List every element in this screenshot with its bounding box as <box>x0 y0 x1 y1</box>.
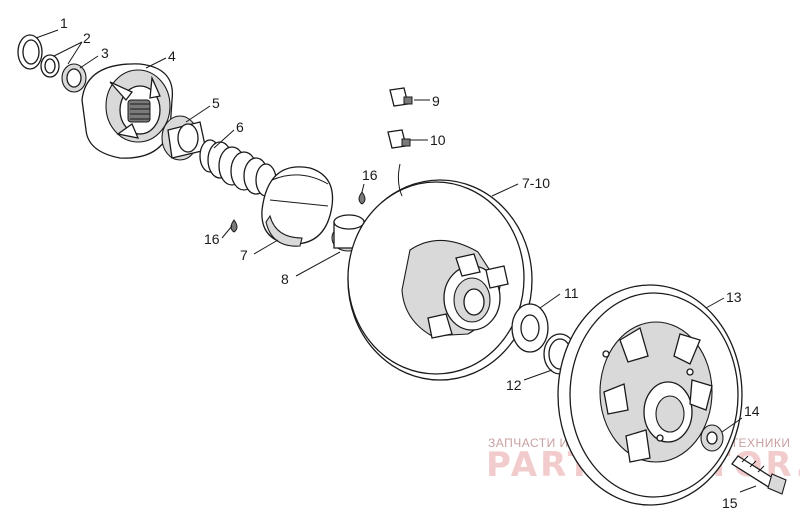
part-2-washer <box>40 54 60 78</box>
callout-1: 1 <box>60 15 68 31</box>
part-3-ring <box>61 63 87 93</box>
part-4-cam-housing <box>81 63 174 159</box>
callout-15: 15 <box>722 495 738 511</box>
part-1-circlip <box>17 34 43 70</box>
callout-16-lower: 16 <box>204 231 220 247</box>
part-16-grease-drop <box>358 191 366 205</box>
callout-9: 9 <box>432 93 440 109</box>
part-14-washer <box>700 424 724 452</box>
part-16-grease-drop <box>230 219 238 233</box>
leader-lines <box>35 29 757 493</box>
callout-6: 6 <box>236 119 244 135</box>
part-6-spring <box>199 139 277 197</box>
callout-7-10: 7-10 <box>522 175 550 191</box>
part-7-10-movable-sheave <box>347 179 533 381</box>
callout-10: 10 <box>430 132 446 148</box>
callout-16-upper: 16 <box>362 167 378 183</box>
callout-8: 8 <box>281 271 289 287</box>
part-13-fixed-sheave <box>557 284 743 506</box>
callout-3: 3 <box>101 45 109 61</box>
part-10-weight <box>387 129 411 149</box>
callout-2: 2 <box>83 30 91 46</box>
part-9-weight <box>389 87 413 107</box>
callout-4: 4 <box>168 48 176 64</box>
callout-13: 13 <box>726 289 742 305</box>
callout-7: 7 <box>240 247 248 263</box>
callout-5: 5 <box>212 95 220 111</box>
part-15-bolt <box>731 455 787 495</box>
part-5-collar <box>161 115 207 161</box>
part-11-shim <box>511 303 549 353</box>
callout-14: 14 <box>744 403 760 419</box>
part-7-cover-ring <box>261 166 334 247</box>
callout-11: 11 <box>564 285 579 301</box>
callout-12: 12 <box>506 377 522 393</box>
